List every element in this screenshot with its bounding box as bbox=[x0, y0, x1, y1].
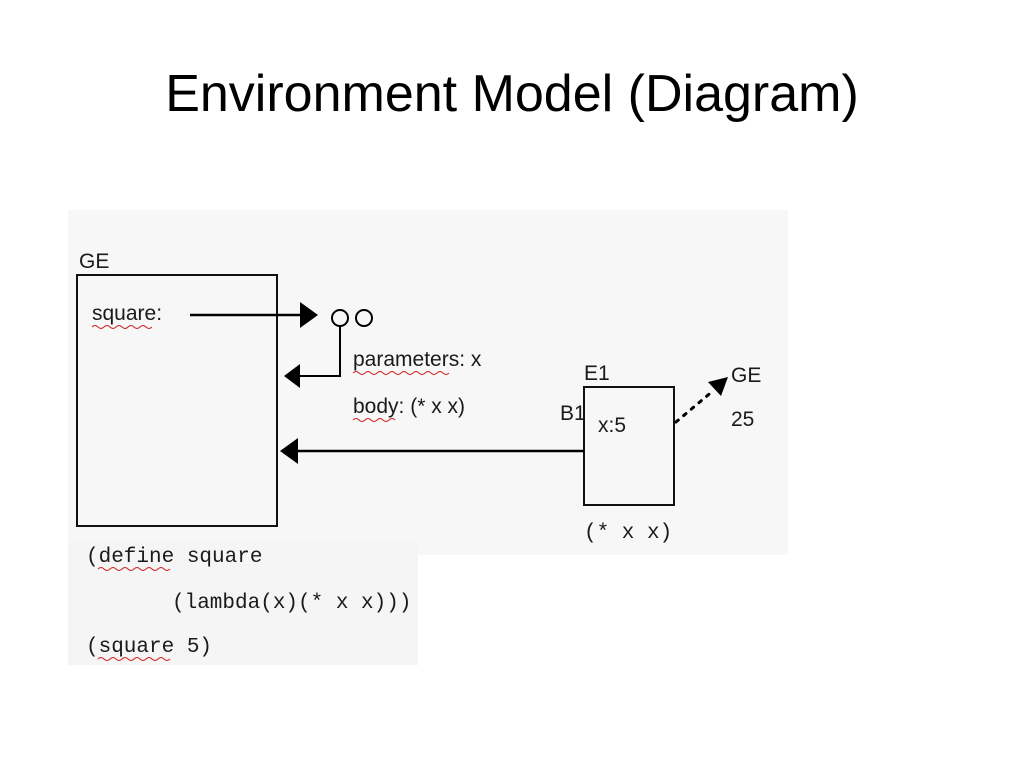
spellcheck-underline bbox=[352, 418, 396, 422]
frame-expression: (* x x) bbox=[584, 522, 672, 545]
frame-parent-arrowhead bbox=[280, 438, 298, 464]
diagram-image-background bbox=[68, 210, 788, 555]
spellcheck-underline bbox=[91, 325, 153, 329]
result-dotted-arrow bbox=[674, 388, 716, 424]
binding-arrowhead bbox=[300, 302, 318, 328]
procedure-env-circle bbox=[355, 309, 373, 327]
result-value: 25 bbox=[731, 408, 754, 431]
frame-binding: x:5 bbox=[598, 414, 626, 437]
code-line-call: (square 5) bbox=[86, 636, 212, 659]
frame-box bbox=[583, 386, 675, 506]
square-binding: square: bbox=[92, 302, 162, 325]
spellcheck-underline bbox=[352, 371, 450, 375]
global-env-label: GE bbox=[79, 250, 109, 273]
spellcheck-underline bbox=[97, 567, 171, 571]
code-line-lambda: (lambda(x)(* x x))) bbox=[172, 592, 411, 615]
frame-label: E1 bbox=[584, 362, 610, 385]
code-line-define: (define square bbox=[86, 546, 262, 569]
body-label: B1 bbox=[560, 402, 586, 425]
procedure-env-pointer bbox=[300, 326, 341, 377]
procedure-body: body: (* x x) bbox=[353, 395, 465, 418]
code-image-background bbox=[68, 540, 418, 665]
result-arrowhead bbox=[708, 377, 728, 396]
result-env-label: GE bbox=[731, 364, 761, 387]
slide-title: Environment Model (Diagram) bbox=[165, 65, 859, 123]
spellcheck-underline bbox=[97, 657, 171, 661]
procedure-env-arrowhead bbox=[284, 364, 300, 388]
procedure-parameters: parameters: x bbox=[353, 348, 482, 371]
global-env-frame bbox=[76, 274, 278, 527]
